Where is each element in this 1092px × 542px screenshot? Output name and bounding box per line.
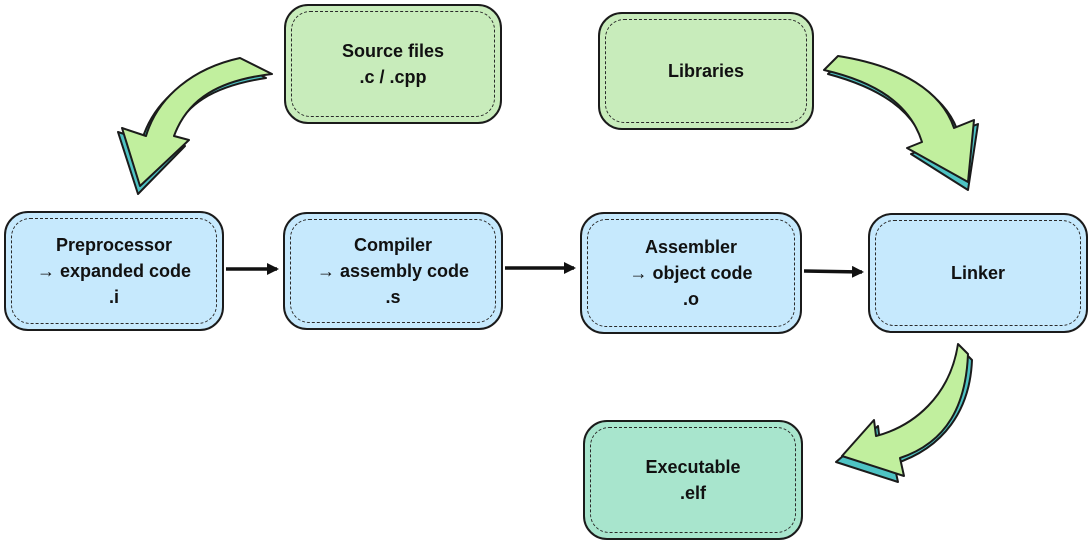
source-files-extension: .c / .cpp — [359, 67, 427, 87]
executable-title: Executable — [645, 457, 741, 477]
source-files-label: Source files .c / .cpp — [342, 38, 444, 90]
libraries-title: Libraries — [667, 61, 745, 81]
compiler-label: Compiler → assembly code .s — [317, 232, 469, 310]
edge-assembler-to-linker — [803, 265, 864, 278]
curved-arrow — [841, 343, 969, 477]
curved-arrow — [823, 55, 975, 183]
straight-arrow — [803, 265, 864, 278]
edge-linker-to-executable — [835, 343, 973, 483]
edge-source-files-to-preprocessor — [117, 57, 273, 195]
curved-arrow — [121, 57, 273, 187]
linker-node: Linker — [868, 213, 1088, 333]
libraries-node: Libraries — [598, 12, 814, 130]
edge-libraries-to-linker — [823, 55, 979, 191]
linker-label: Linker — [951, 260, 1005, 286]
assembler-label: Assembler → object code .o — [629, 234, 752, 312]
executable-node: Executable .elf — [583, 420, 803, 540]
assembler-extension: .o — [683, 289, 699, 309]
compiler-output: → assembly code — [316, 261, 470, 281]
preprocessor-extension: .i — [108, 287, 119, 307]
preprocessor-label: Preprocessor → expanded code .i — [37, 232, 191, 310]
linker-title: Linker — [950, 263, 1006, 283]
source-files-title: Source files — [341, 41, 445, 61]
compiler-node: Compiler → assembly code .s — [283, 212, 503, 330]
assembler-title: Assembler — [644, 237, 738, 257]
preprocessor-output: → expanded code — [36, 261, 192, 281]
compiler-extension: .s — [385, 287, 401, 307]
assembler-node: Assembler → object code .o — [580, 212, 802, 334]
assembler-output: → object code — [629, 263, 753, 283]
compiler-title: Compiler — [353, 235, 432, 255]
source-files-node: Source files .c / .cpp — [284, 4, 502, 124]
libraries-label: Libraries — [668, 58, 744, 84]
executable-label: Executable .elf — [645, 454, 740, 506]
preprocessor-node: Preprocessor → expanded code .i — [4, 211, 224, 331]
executable-extension: .elf — [679, 483, 706, 503]
preprocessor-title: Preprocessor — [55, 235, 173, 255]
